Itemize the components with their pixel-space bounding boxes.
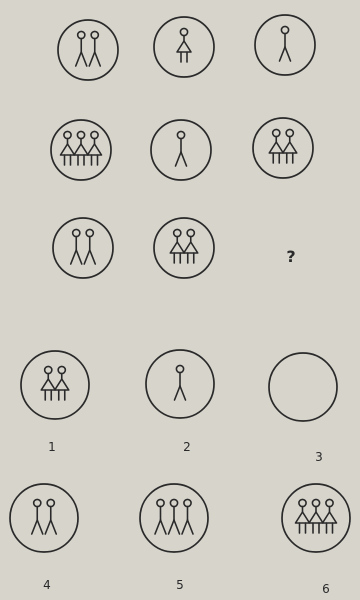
option-number-label: 6 <box>322 582 330 596</box>
cell-outline <box>21 351 89 419</box>
female-figure-icon <box>283 129 297 163</box>
male-figure-icon <box>176 131 187 166</box>
cell-outline <box>154 17 214 77</box>
male-figure-icon <box>169 499 180 534</box>
male-figure-icon <box>175 365 186 400</box>
matrix-cell-2 <box>154 17 214 77</box>
female-figure-icon <box>170 229 184 263</box>
cell-outline <box>253 118 313 178</box>
male-figure-icon <box>76 31 87 66</box>
answer-option-2[interactable] <box>146 350 214 418</box>
cell-outline <box>269 353 337 421</box>
option-number-label: 3 <box>315 450 323 464</box>
female-figure-icon <box>309 499 323 533</box>
female-figure-icon <box>74 131 88 165</box>
matrix-cell-4 <box>51 120 111 180</box>
male-figure-icon <box>89 31 100 66</box>
male-figure-icon <box>182 499 193 534</box>
cell-outline <box>58 20 118 80</box>
female-figure-icon <box>269 129 283 163</box>
answer-option-4[interactable] <box>10 484 78 552</box>
female-figure-icon <box>177 28 191 62</box>
matrix-cell-5 <box>151 120 211 180</box>
female-figure-icon <box>88 131 102 165</box>
female-figure-icon <box>61 131 75 165</box>
cell-outline <box>51 120 111 180</box>
matrix-cell-1 <box>58 20 118 80</box>
female-figure-icon <box>296 499 310 533</box>
answer-option-5[interactable] <box>140 484 208 552</box>
female-figure-icon <box>184 229 198 263</box>
option-number-label: 5 <box>176 578 184 592</box>
puzzle-matrix <box>51 15 315 278</box>
matrix-cell-6 <box>253 118 313 178</box>
male-figure-icon <box>45 499 56 534</box>
matrix-cell-3 <box>255 15 315 75</box>
answer-option-1[interactable] <box>21 351 89 419</box>
male-figure-icon <box>155 499 166 534</box>
matrix-cell-8 <box>154 218 214 278</box>
cell-outline <box>282 484 350 552</box>
cell-outline <box>154 218 214 278</box>
male-figure-icon <box>71 229 82 264</box>
male-figure-icon <box>280 26 291 61</box>
male-figure-icon <box>32 499 43 534</box>
female-figure-icon <box>55 366 69 400</box>
option-number-label: 4 <box>43 578 51 592</box>
matrix-cell-7 <box>53 218 113 278</box>
answer-option-6[interactable] <box>282 484 350 552</box>
cell-outline <box>53 218 113 278</box>
option-number-label: 2 <box>183 440 191 454</box>
answer-options: 1 2 3 4 5 6 <box>10 350 350 596</box>
answer-option-3[interactable] <box>269 353 337 421</box>
option-number-label: 1 <box>48 440 56 454</box>
male-figure-icon <box>84 229 95 264</box>
female-figure-icon <box>41 366 55 400</box>
female-figure-icon <box>323 499 337 533</box>
cell-outline <box>10 484 78 552</box>
missing-cell-question-mark: ? <box>286 247 295 266</box>
